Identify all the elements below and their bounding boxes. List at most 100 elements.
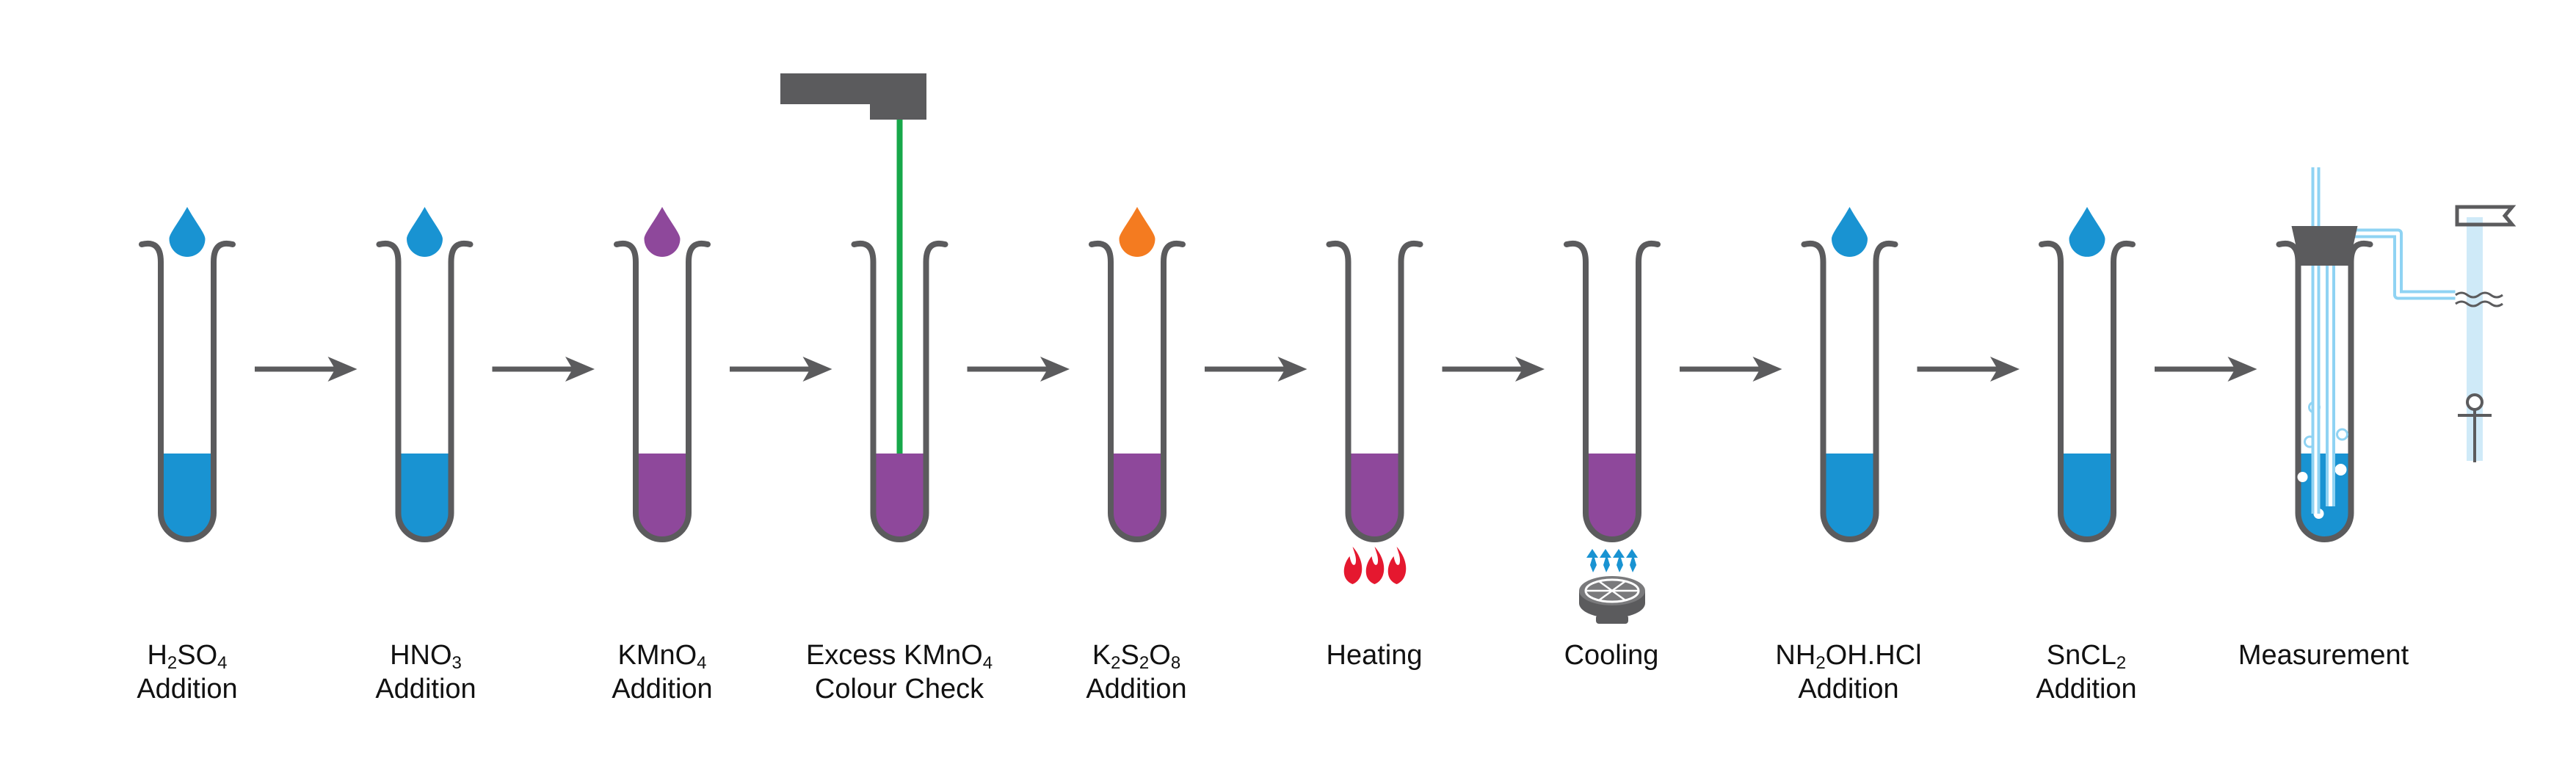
arrow-head <box>1752 357 1782 382</box>
liquid-purple <box>874 454 925 539</box>
step-label-line2: Colour Check <box>814 674 984 704</box>
liquid-purple <box>1349 454 1400 539</box>
drop-icon <box>2069 207 2105 257</box>
tube-outline <box>1089 240 1186 542</box>
detector <box>2466 393 2484 411</box>
light-wave <box>2455 291 2503 307</box>
stopper <box>2291 226 2358 266</box>
arrow-head <box>2227 357 2257 382</box>
extras-layer <box>780 73 2517 624</box>
measurement-apparatus-icon <box>2291 167 2517 519</box>
test-tube-heating <box>1326 240 1423 542</box>
liquid-purple <box>637 454 687 539</box>
drop-icon <box>644 207 681 257</box>
step-label-line1: Heating <box>1326 640 1423 671</box>
bubble <box>2297 472 2308 482</box>
test-tube-nh2oh <box>1801 207 1898 542</box>
fan-stand <box>1596 615 1628 624</box>
cold-air-arrow <box>1626 549 1638 572</box>
step-label-line1: Cooling <box>1564 640 1659 671</box>
step-label-measurement: Measurement <box>2191 638 2456 672</box>
step-label-line2: Addition <box>612 674 713 704</box>
process-arrow <box>255 357 358 382</box>
liquid-blue <box>162 454 212 539</box>
test-tube-kmno4 <box>614 207 711 542</box>
cooling-fan-icon <box>1579 549 1645 624</box>
bubble <box>2336 428 2348 441</box>
liquid-purple <box>1112 454 1162 539</box>
colour-probe-icon <box>780 73 926 454</box>
test-tube-h2so4 <box>139 207 236 542</box>
arrow-head <box>1515 357 1545 382</box>
process-arrow <box>1205 357 1307 382</box>
step-label-heating: Heating <box>1242 638 1506 672</box>
probe-holder <box>780 73 926 120</box>
arrow-head <box>1040 357 1070 382</box>
test-tube-cooling <box>1564 240 1661 542</box>
tube-outline <box>1326 240 1423 542</box>
tube-outline <box>614 240 711 542</box>
tube-outline <box>2276 240 2373 542</box>
flame <box>1343 547 1363 584</box>
arrows-layer <box>255 357 2257 382</box>
step-label-line1: SnCL2 <box>2046 640 2127 673</box>
step-label-line1: Measurement <box>2238 640 2409 671</box>
cold-air-arrow <box>1613 549 1625 572</box>
cold-air-arrow <box>1600 549 1611 572</box>
tube-outline <box>2039 240 2136 542</box>
arrow-head <box>1990 357 2020 382</box>
tubes-layer <box>139 207 2373 542</box>
cold-air-arrow <box>1586 549 1598 572</box>
arrow-head <box>1277 357 1307 382</box>
drop-icon <box>1832 207 1868 257</box>
drop-icon <box>407 207 443 257</box>
step-label-line1: H2SO4 <box>147 640 228 673</box>
fan-blade <box>1598 580 1613 592</box>
tube-outline <box>1801 240 1898 542</box>
flame-icon <box>1343 547 1407 584</box>
gas-tube-inner <box>2329 231 2456 506</box>
fan-blade <box>1611 580 1626 592</box>
step-label-line1: KMnO4 <box>617 640 707 673</box>
step-label-line2: Addition <box>137 674 238 704</box>
fan-blade <box>1611 589 1626 602</box>
test-tube-measurement <box>2276 240 2373 542</box>
process-arrow <box>967 357 1070 382</box>
bubble <box>2334 464 2347 476</box>
arrow-head <box>802 357 832 382</box>
liquid-blue <box>1824 454 1875 539</box>
process-arrow <box>1917 357 2020 382</box>
tube-outline <box>139 240 236 542</box>
cell-cap <box>2455 205 2517 227</box>
drop-icon <box>1119 207 1155 257</box>
step-label-line2: Addition <box>2036 674 2137 704</box>
drop-icon <box>169 207 206 257</box>
test-tube-hno3 <box>376 207 474 542</box>
test-tube-excess <box>851 240 948 542</box>
step-label-line2: Addition <box>1086 674 1187 704</box>
arrow-head <box>565 357 595 382</box>
test-tube-sncl2 <box>2039 207 2136 542</box>
flame <box>1387 547 1407 584</box>
process-arrow <box>1442 357 1545 382</box>
test-tube-k2s2o8 <box>1089 207 1186 542</box>
step-label-line1: NH2OH.HCl <box>1775 640 1922 673</box>
liquid-blue <box>2062 454 2112 539</box>
arrow-head <box>327 357 358 382</box>
tube-outline <box>1564 240 1661 542</box>
process-arrow <box>2155 357 2257 382</box>
process-arrow <box>1680 357 1782 382</box>
step-label-cooling: Cooling <box>1479 638 1744 672</box>
fan-blade <box>1598 589 1613 602</box>
tube-outline <box>376 240 474 542</box>
step-label-line1: Excess KMnO4 <box>805 640 993 673</box>
step-label-line1: HNO3 <box>390 640 462 673</box>
